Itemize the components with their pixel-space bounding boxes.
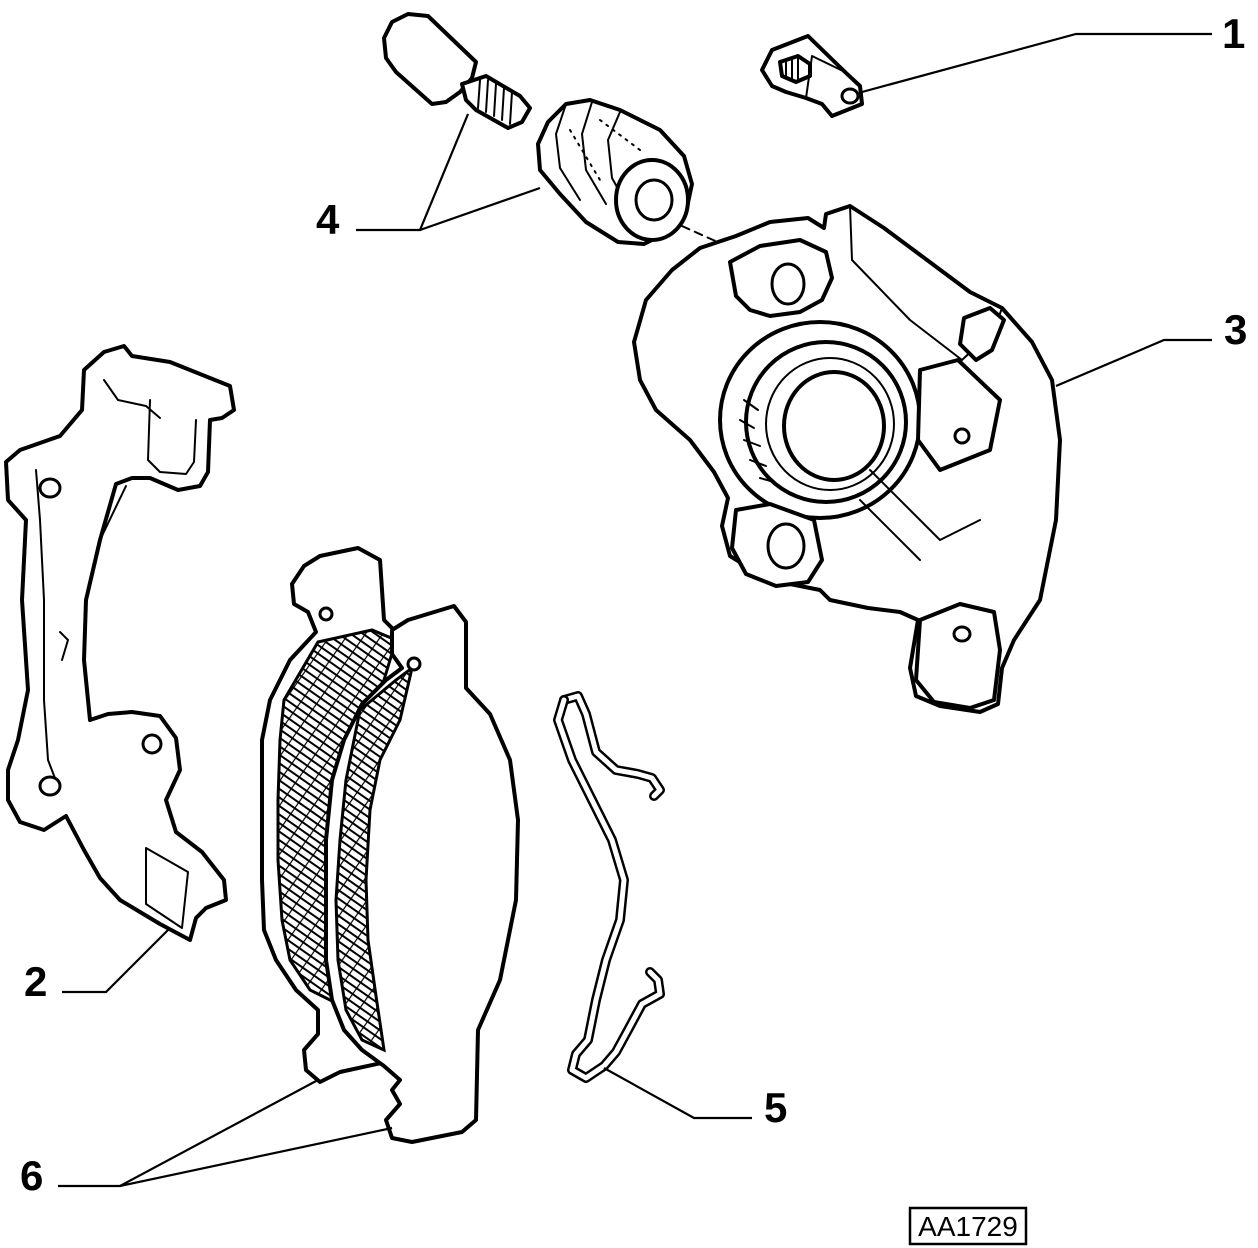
leader-2 [62,927,171,994]
callout-1: 1 [1222,10,1245,57]
leader-lines [58,32,1212,1188]
reference-code-box: AA1729 [908,1206,1028,1246]
reference-code: AA1729 [918,1211,1018,1242]
leader-1 [861,32,1212,94]
part-5-anti-rattle-spring [553,691,665,1083]
leader-6a [58,1079,319,1188]
callout-4: 4 [316,196,340,243]
leader-4b [419,186,541,232]
part-4-rubber-boot [536,98,723,246]
leader-6b [119,1126,393,1188]
leader-5 [603,1067,752,1120]
part-6-brake-pad-front [324,604,520,1144]
callout-2: 2 [24,958,47,1005]
callout-6: 6 [20,1152,43,1199]
part-2-carrier-bracket [4,344,236,942]
part-1-bleed-screw [760,34,864,118]
callout-3: 3 [1224,306,1247,353]
leader-4a [356,113,470,232]
part-3-caliper-body [632,204,1062,714]
part-4-guide-pin [382,12,532,130]
leader-3 [1055,338,1212,388]
callout-5: 5 [764,1084,787,1131]
